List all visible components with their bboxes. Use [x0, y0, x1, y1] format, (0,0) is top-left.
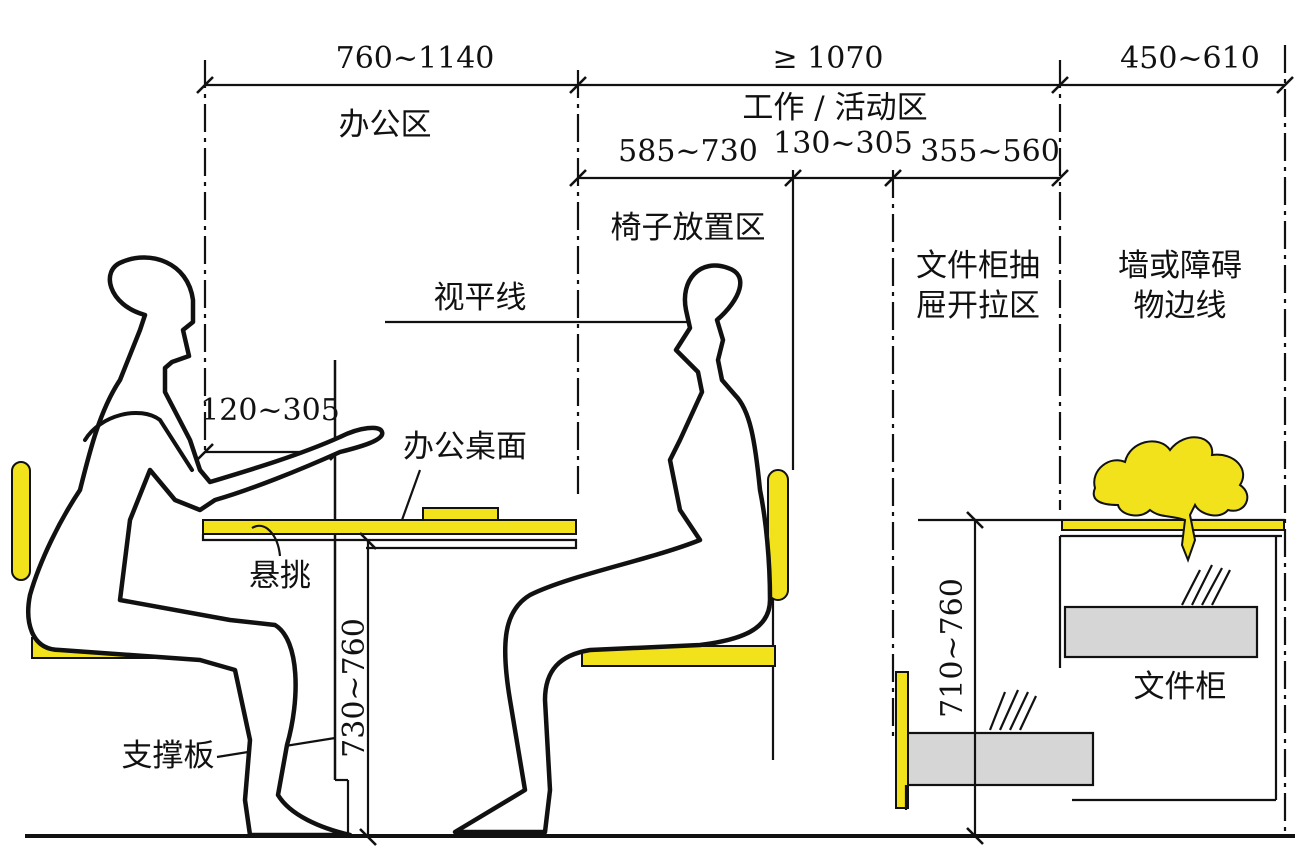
cabinet-height-dimension — [966, 511, 984, 845]
cabinet-drawer-upper — [1063, 605, 1259, 659]
cabinet-top — [1061, 519, 1285, 531]
desk-object — [422, 507, 499, 521]
desk — [201, 360, 578, 836]
file-cabinet — [895, 436, 1285, 810]
left-chair-back — [11, 461, 31, 581]
top-dimension-row — [196, 76, 1294, 94]
cabinet-drawer-front — [895, 671, 909, 809]
desk-surface-label: 办公桌面 — [403, 429, 527, 465]
left-person — [11, 255, 385, 838]
desk-top — [202, 519, 577, 535]
cabinet-drawer-pulled — [903, 731, 1095, 787]
dim-work-width: ≥ 1070 — [772, 41, 883, 76]
plant-icon — [1092, 436, 1249, 563]
dim-overhang: 120~305 — [200, 393, 340, 428]
file-folders-pulled — [988, 689, 1037, 731]
sight-line-label: 视平线 — [434, 280, 527, 316]
overhang-label: 悬挑 — [249, 558, 311, 594]
dim-wall-width: 450~610 — [1120, 41, 1260, 76]
dim-drawer-width: 355~560 — [920, 134, 1060, 169]
zone-wall-label-1: 墙或障碍 — [1118, 248, 1242, 284]
desk-height-dimension — [359, 532, 377, 846]
right-person — [452, 263, 789, 835]
zone-drawer-label-2: 屉开拉区 — [916, 288, 1040, 324]
dim-desk-height: 730~760 — [337, 618, 372, 758]
zone-wall-label-2: 物边线 — [1134, 288, 1227, 324]
dim-cabinet-height: 710~760 — [935, 578, 970, 718]
file-folders-upper — [1181, 564, 1231, 606]
zone-drawer-label-1: 文件柜抽 — [916, 248, 1040, 284]
zone-work-label: 工作 / 活动区 — [742, 90, 927, 126]
overhang-leader — [251, 524, 282, 557]
dim-gap-width: 130~305 — [773, 126, 913, 161]
desk-surface-leader — [400, 469, 422, 521]
second-dimension-row — [569, 169, 1069, 187]
file-cabinet-label: 文件柜 — [1134, 669, 1227, 705]
zone-chair-label: 椅子放置区 — [611, 210, 766, 246]
dim-chair-width: 585~730 — [618, 134, 758, 169]
zone-office-label: 办公区 — [339, 107, 432, 143]
support-panel-label: 支撑板 — [122, 738, 215, 774]
dim-office-width: 760~1140 — [336, 41, 495, 76]
